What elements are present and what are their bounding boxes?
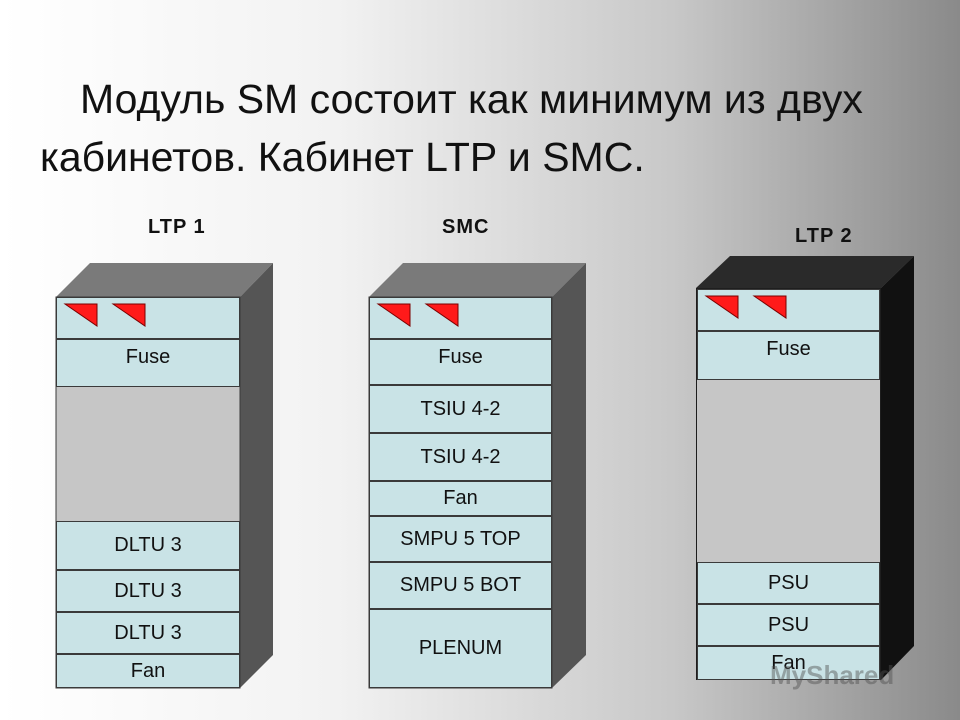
ltp1-fan-slot: Fan <box>56 654 240 688</box>
ltp2-fan-slot: Fan <box>697 646 880 680</box>
alarm-led-icon <box>424 303 459 327</box>
ltp1-side-face <box>240 263 273 688</box>
ltp1-dltu-slot-1: DLTU 3 <box>56 521 240 570</box>
ltp2-psu-slot-1: PSU <box>697 562 880 604</box>
smc-smpu-bot-slot: SMPU 5 BOT <box>369 562 552 609</box>
smc-fuse-slot: Fuse <box>369 339 552 385</box>
smc-tsiu-slot-2: TSIU 4-2 <box>369 433 552 481</box>
ltp2-top-face <box>696 256 914 288</box>
smc-fan-slot: Fan <box>369 481 552 516</box>
ltp2-side-face <box>881 256 914 680</box>
title-line-2: кабинетов. Кабинет LTP и SMC. <box>40 134 645 180</box>
ltp1-dltu-slot-2: DLTU 3 <box>56 570 240 612</box>
smc-top-face <box>369 263 586 297</box>
smc-label: SMC <box>442 216 490 238</box>
ltp2-label: LTP 2 <box>795 225 853 247</box>
ltp2-fuse-slot: Fuse <box>697 331 880 380</box>
ltp2-led-panel <box>697 289 880 331</box>
ltp1-fuse-slot: Fuse <box>56 339 240 387</box>
smc-tsiu-slot-1: TSIU 4-2 <box>369 385 552 433</box>
smc-led-panel <box>369 297 552 339</box>
ltp2-empty-bay <box>697 380 880 562</box>
watermark: MyShared <box>770 660 895 690</box>
title-line-1: Модуль SM состоит как минимум из двух <box>80 76 863 122</box>
ltp1-dltu-slot-3: DLTU 3 <box>56 612 240 654</box>
smc-side-face <box>552 263 586 688</box>
slide-title: Модуль SM состоит как минимум из двух ка… <box>40 70 940 186</box>
ltp2-psu-slot-2: PSU <box>697 604 880 646</box>
smc-smpu-top-slot: SMPU 5 TOP <box>369 516 552 562</box>
alarm-led-icon <box>111 303 146 327</box>
alarm-led-icon <box>704 295 739 319</box>
alarm-led-icon <box>376 303 411 327</box>
ltp1-top-face <box>56 263 273 297</box>
smc-plenum-slot: PLENUM <box>369 609 552 688</box>
ltp1-label: LTP 1 <box>148 216 206 238</box>
ltp1-led-panel <box>56 297 240 339</box>
alarm-led-icon <box>63 303 98 327</box>
alarm-led-icon <box>752 295 787 319</box>
